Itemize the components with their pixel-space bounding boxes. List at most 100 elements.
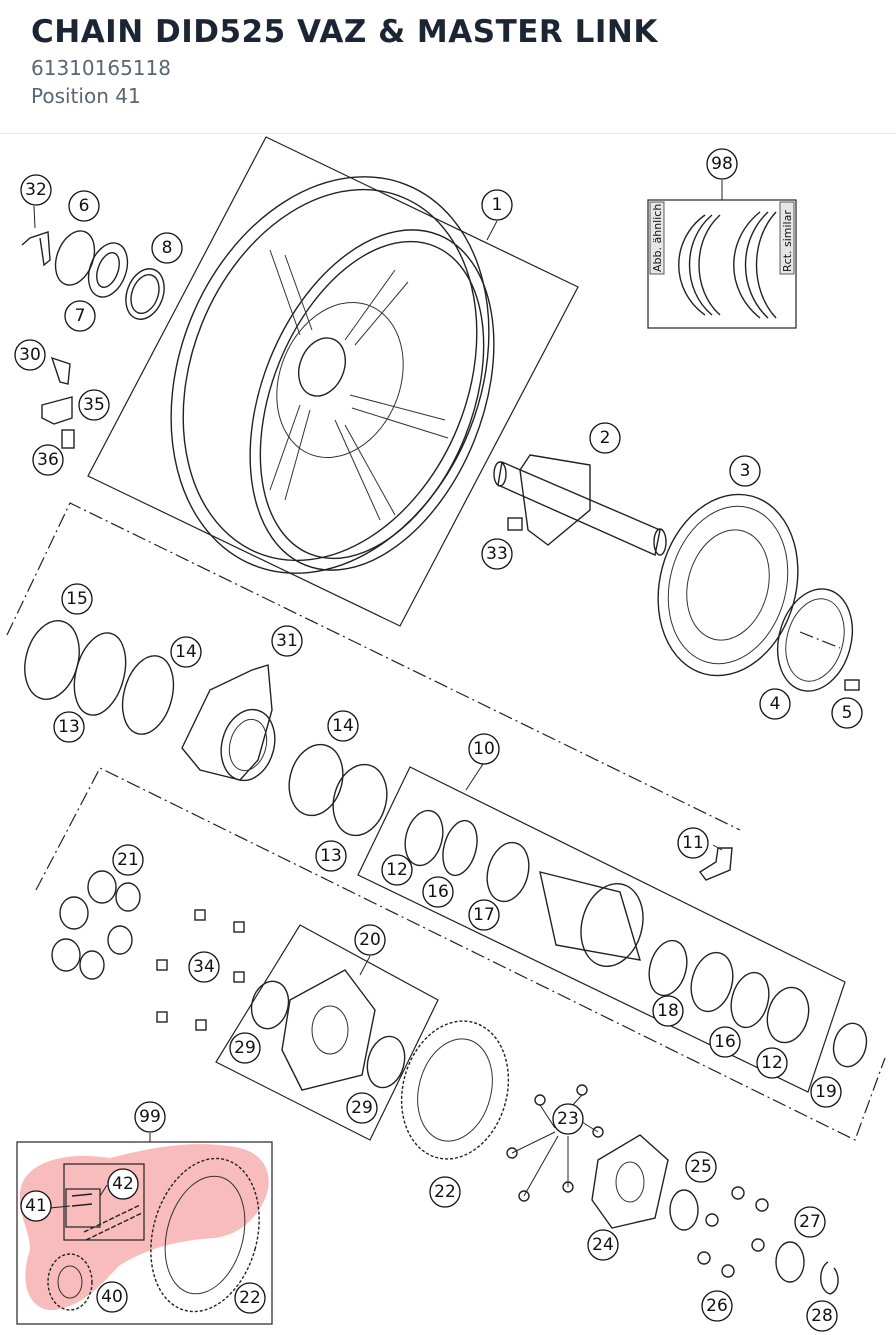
svg-text:12: 12 — [386, 860, 408, 880]
clamp-35 — [41, 396, 73, 425]
assembly-line-lower — [35, 767, 886, 1141]
circlip-16b — [730, 971, 770, 1029]
svg-text:17: 17 — [473, 905, 495, 925]
bearing-17 — [486, 841, 530, 903]
label-33: 33 — [481, 538, 513, 570]
bearing-18b — [690, 951, 734, 1013]
label-23: 23 — [552, 1103, 584, 1135]
svg-text:2: 2 — [600, 428, 611, 448]
label-25: 25 — [685, 1151, 717, 1183]
label-42: 42 — [107, 1168, 139, 1200]
label-41: 41 — [20, 1190, 52, 1222]
svg-text:23: 23 — [557, 1109, 579, 1129]
leader-lines — [33, 205, 723, 1209]
svg-text:10: 10 — [473, 739, 495, 759]
label-16b: 16 — [709, 1026, 741, 1058]
svg-text:36: 36 — [37, 450, 59, 470]
label-22a: 22 — [429, 1176, 461, 1208]
screws-34 — [156, 909, 245, 1031]
screw-33 — [507, 517, 523, 531]
svg-text:14: 14 — [175, 642, 197, 662]
ring-13b — [332, 763, 388, 837]
svg-text:16: 16 — [714, 1032, 736, 1052]
svg-text:6: 6 — [79, 196, 90, 216]
washer-25 — [669, 1189, 699, 1231]
flange-24 — [591, 1134, 669, 1229]
hub-body — [539, 871, 644, 968]
svg-text:16: 16 — [427, 882, 449, 902]
svg-text:99: 99 — [139, 1107, 161, 1127]
axle-2 — [493, 454, 667, 556]
chain-41 — [71, 1193, 143, 1241]
bolt-11 — [698, 847, 733, 881]
assembly-line-abs — [799, 631, 841, 649]
spacer-19 — [832, 1022, 868, 1068]
label-32: 32 — [20, 174, 52, 206]
rear-sprocket-22b — [150, 1157, 260, 1313]
bearing-27 — [775, 1241, 805, 1283]
svg-text:25: 25 — [690, 1157, 712, 1177]
label-12a: 12 — [381, 854, 413, 886]
svg-text:22: 22 — [434, 1182, 456, 1202]
similar-parts-box: Abb. ähnlich Rct. similar — [647, 180, 797, 329]
label-20: 20 — [354, 924, 386, 956]
front-sprocket-40 — [47, 1253, 93, 1311]
svg-text:14: 14 — [332, 716, 354, 736]
caliper-carrier-31 — [181, 664, 276, 782]
damper-bolts-21 — [51, 870, 141, 980]
label-13b: 13 — [315, 840, 347, 872]
svg-text:21: 21 — [117, 850, 139, 870]
label-22b: 22 — [234, 1282, 266, 1314]
screw-5 — [844, 679, 860, 691]
rear-wheel-rim — [170, 176, 495, 574]
ring-6 — [54, 230, 96, 286]
svg-text:5: 5 — [842, 703, 853, 723]
label-30: 30 — [14, 339, 46, 371]
svg-text:8: 8 — [162, 238, 173, 258]
svg-text:12: 12 — [761, 1053, 783, 1073]
label-14b: 14 — [327, 710, 359, 742]
svg-text:3: 3 — [740, 461, 751, 481]
bearing-7-inner — [96, 252, 120, 288]
svg-text:40: 40 — [101, 1287, 123, 1307]
svg-text:28: 28 — [811, 1306, 833, 1326]
label-26: 26 — [701, 1290, 733, 1322]
kit-box-99 — [16, 1141, 273, 1325]
similar-note-de: Abb. ähnlich — [651, 204, 664, 272]
label-16a: 16 — [422, 876, 454, 908]
circlip-28 — [820, 1261, 839, 1295]
master-link-inner-box — [65, 1188, 101, 1228]
svg-text:15: 15 — [66, 589, 88, 609]
label-27: 27 — [794, 1206, 826, 1238]
svg-text:19: 19 — [815, 1082, 837, 1102]
abs-ring-4 — [777, 588, 853, 692]
similar-note-en: Rct. similar — [781, 210, 794, 272]
label-31: 31 — [271, 625, 303, 657]
label-13a: 13 — [53, 711, 85, 743]
svg-text:98: 98 — [711, 154, 733, 174]
svg-text:1: 1 — [492, 195, 503, 215]
svg-text:13: 13 — [58, 717, 80, 737]
label-18: 18 — [652, 995, 684, 1027]
label-29b: 29 — [346, 1092, 378, 1124]
part-number: 61310165118 — [31, 56, 171, 80]
sprocket-carrier-20 — [281, 969, 376, 1091]
svg-text:33: 33 — [486, 544, 508, 564]
washer-8-inner — [130, 273, 160, 315]
svg-text:20: 20 — [359, 930, 381, 950]
svg-text:22: 22 — [239, 1288, 261, 1308]
screw-30 — [50, 356, 71, 385]
washer-8 — [125, 268, 165, 320]
svg-text:7: 7 — [75, 306, 86, 326]
label-24: 24 — [587, 1229, 619, 1261]
label-98: 98 — [706, 148, 738, 180]
label-12b: 12 — [756, 1047, 788, 1079]
nuts-26 — [697, 1186, 769, 1278]
circlip-16 — [442, 819, 478, 877]
label-7: 7 — [64, 300, 96, 332]
label-17: 17 — [468, 899, 500, 931]
circlip-32 — [21, 231, 51, 267]
svg-text:34: 34 — [193, 957, 215, 977]
svg-text:26: 26 — [706, 1296, 728, 1316]
svg-text:30: 30 — [19, 345, 41, 365]
